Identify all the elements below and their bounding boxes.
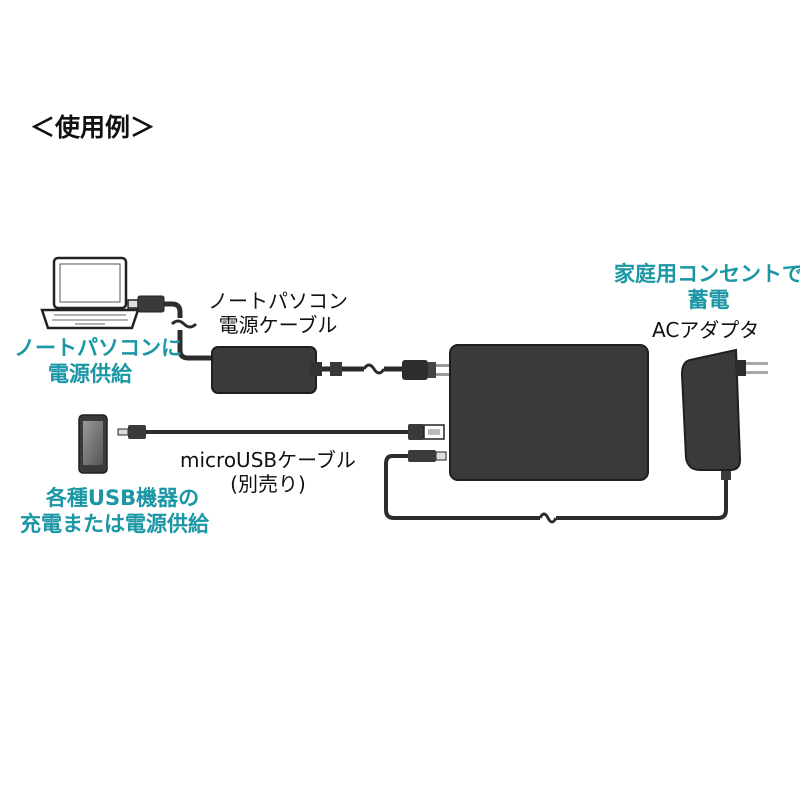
laptop-cable-icon: [127, 295, 212, 361]
usb-devices-line-2: 充電または電源供給: [20, 511, 209, 536]
ac-adapter-icon: [680, 348, 768, 480]
ac-adapter-line-1: ACアダプタ: [652, 318, 760, 342]
home-outlet-line-1: 家庭用コンセントで: [614, 262, 800, 286]
laptop-icon: [40, 256, 140, 330]
laptop-power-line-1: ノートパソコンに: [14, 336, 182, 360]
ac-adapter-label: ACアダプタ: [652, 318, 759, 342]
laptop-cable-line-2: 電源ケーブル: [218, 313, 338, 338]
home-outlet-label: 家庭用コンセントで 蓄電: [614, 262, 800, 313]
dc-plug-icon: [408, 450, 447, 462]
home-outlet-line-2: 蓄電: [687, 287, 730, 312]
micro-usb-connector-icon: [117, 425, 146, 439]
smartphone-icon: [78, 414, 108, 474]
battery-icon: [449, 344, 649, 481]
usb-devices-line-1: 各種USB機器の: [45, 486, 200, 510]
micro-usb-cable-label: microUSBケーブル (別売り): [180, 448, 356, 497]
plug-icon: [402, 360, 450, 380]
usb-a-connector-icon: [408, 424, 445, 440]
micro-usb-cable-line-1: microUSBケーブル: [180, 448, 356, 472]
page-title: ＜使用例＞: [30, 113, 156, 142]
laptop-cable-label: ノートパソコン 電源ケーブル: [208, 289, 348, 338]
laptop-cable-line-1: ノートパソコン: [208, 289, 348, 313]
usb-devices-label: 各種USB機器の 充電または電源供給: [20, 486, 209, 537]
laptop-power-label: ノートパソコンに 電源供給: [14, 336, 182, 387]
laptop-power-line-2: 電源供給: [48, 361, 132, 386]
micro-usb-cable-line-2: (別売り): [230, 472, 306, 497]
power-brick-icon: [211, 346, 402, 394]
